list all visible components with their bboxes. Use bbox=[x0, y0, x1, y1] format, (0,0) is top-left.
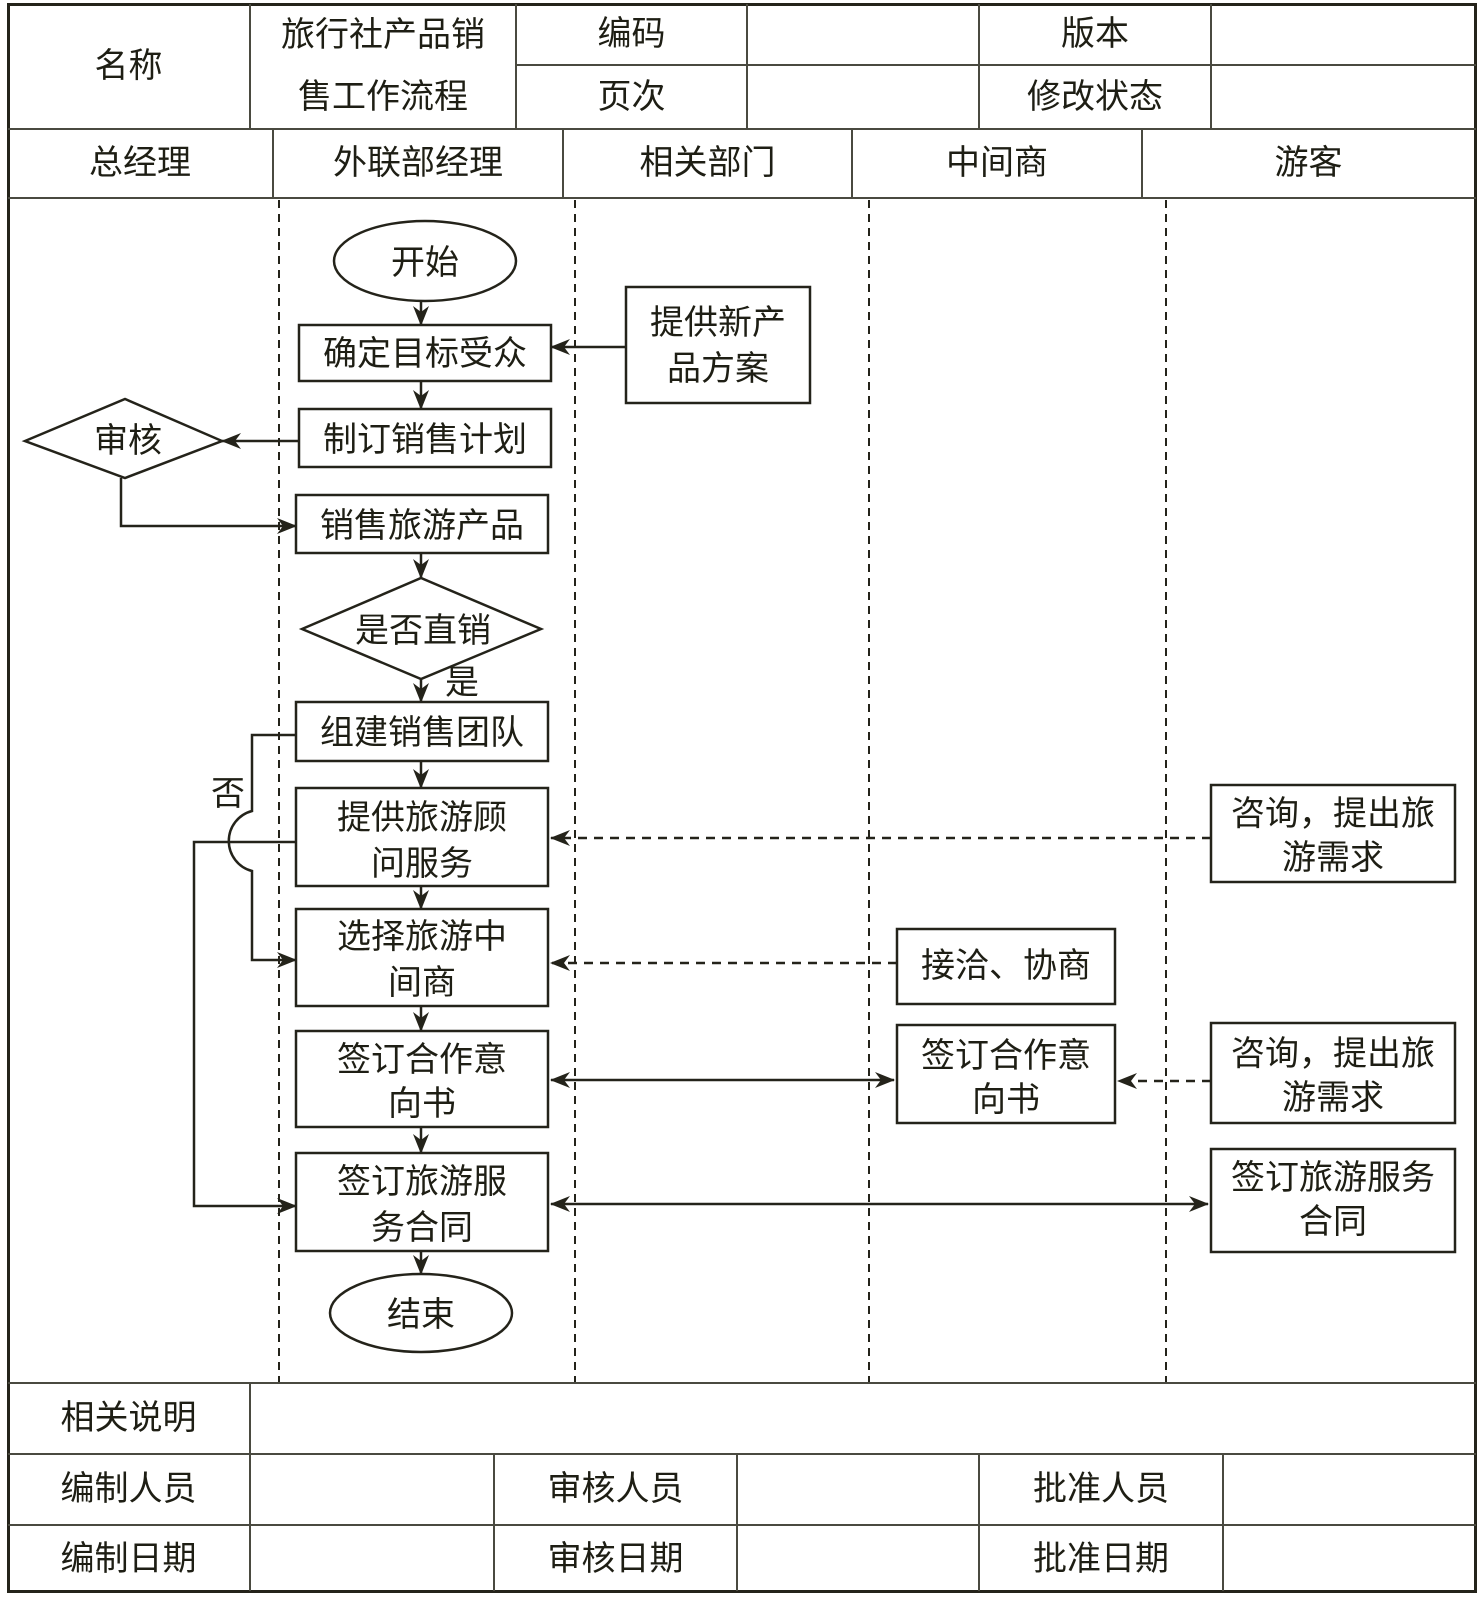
arrow-consult-to-contract bbox=[192, 840, 297, 1214]
text-line: 务合同 bbox=[371, 1208, 473, 1248]
target-audience-label: 确定目标受众 bbox=[323, 334, 527, 374]
lane-header-divider bbox=[8, 197, 1476, 199]
consult-service-label: 提供旅游顾问服务 bbox=[337, 798, 507, 884]
revision-label: 修改状态 bbox=[1027, 76, 1163, 117]
node-new-product-plan bbox=[624, 285, 812, 405]
text-line: 选择旅游中 bbox=[337, 917, 507, 957]
new-product-plan-label: 提供新产品方案 bbox=[650, 303, 786, 389]
prepared-by-label: 编制人员 bbox=[60, 1469, 197, 1510]
text-line: 合同 bbox=[1299, 1202, 1367, 1242]
footer-col-divider bbox=[249, 1383, 251, 1591]
arrow-no-branch-to-select bbox=[227, 733, 297, 968]
sales-plan-label: 制订销售计划 bbox=[323, 420, 527, 460]
page-label: 页次 bbox=[597, 76, 666, 117]
node-tourist-inquiry-2 bbox=[1209, 1021, 1457, 1125]
process-name: 旅行社产品销 售工作流程 bbox=[281, 15, 485, 117]
node-sales-plan bbox=[297, 407, 553, 469]
start-terminal bbox=[332, 219, 518, 303]
footer-col-divider bbox=[493, 1454, 495, 1591]
header-col-divider bbox=[1210, 4, 1212, 128]
lane-divider bbox=[851, 129, 853, 197]
lane-header-tourist: 游客 bbox=[1274, 143, 1343, 184]
header-col-divider bbox=[249, 4, 251, 128]
footer-divider bbox=[8, 1524, 1476, 1526]
reviewed-by-label: 审核人员 bbox=[547, 1469, 684, 1510]
no-label: 否 bbox=[211, 774, 245, 814]
text-line: 游需求 bbox=[1282, 838, 1384, 878]
sign-intent-right-label: 签订合作意向书 bbox=[921, 1036, 1091, 1120]
node-sign-intent-right bbox=[895, 1023, 1117, 1125]
arrow-review-to-sell bbox=[119, 478, 297, 534]
node-sign-contract-right bbox=[1209, 1147, 1457, 1254]
sign-contract-right-label: 签订旅游服务合同 bbox=[1231, 1158, 1435, 1242]
header-col-divider bbox=[978, 4, 980, 128]
lane-divider bbox=[562, 129, 564, 197]
notes-label: 相关说明 bbox=[60, 1398, 197, 1439]
direct-sale-label: 是否直销 bbox=[355, 611, 491, 651]
footer-divider bbox=[8, 1453, 1476, 1455]
header-col-divider bbox=[515, 4, 517, 128]
node-direct-sale-decision bbox=[298, 576, 545, 681]
text-line: 签订合作意 bbox=[337, 1040, 507, 1080]
text-line: 品方案 bbox=[667, 349, 769, 389]
lane-header-general-manager: 总经理 bbox=[89, 143, 191, 184]
prepared-date-label: 编制日期 bbox=[60, 1538, 197, 1579]
footer-divider bbox=[8, 1382, 1476, 1384]
name-label: 名称 bbox=[94, 45, 163, 86]
text-line: 签订旅游服 bbox=[337, 1162, 507, 1202]
header-mid-divider bbox=[516, 64, 1476, 66]
tourist-inquiry-2-label: 咨询，提出旅游需求 bbox=[1231, 1034, 1435, 1118]
footer-col-divider bbox=[736, 1454, 738, 1591]
text-line: 签订合作意 bbox=[921, 1036, 1091, 1076]
end-label: 结束 bbox=[387, 1295, 455, 1335]
text-line: 向书 bbox=[972, 1080, 1040, 1120]
outer-frame bbox=[7, 3, 1477, 1593]
node-target-audience bbox=[297, 323, 553, 383]
reviewed-date-label: 审核日期 bbox=[547, 1538, 684, 1579]
lane-header-intermediary: 中间商 bbox=[946, 143, 1048, 184]
footer-col-divider bbox=[1222, 1454, 1224, 1591]
tourist-inquiry-1-label: 咨询，提出旅游需求 bbox=[1231, 794, 1435, 878]
sign-contract-left-label: 签订旅游服务合同 bbox=[337, 1162, 507, 1248]
node-sales-team bbox=[294, 700, 550, 763]
text-line: 间商 bbox=[388, 963, 456, 1003]
node-sign-contract-left bbox=[294, 1151, 550, 1253]
text-line: 咨询，提出旅 bbox=[1231, 1034, 1435, 1074]
text-line: 游需求 bbox=[1282, 1078, 1384, 1118]
node-consult-service bbox=[294, 786, 550, 888]
text-line: 向书 bbox=[388, 1084, 456, 1124]
text-line: 签订旅游服务 bbox=[1231, 1158, 1435, 1198]
start-label: 开始 bbox=[391, 243, 459, 283]
sales-team-label: 组建销售团队 bbox=[320, 713, 524, 753]
review-label: 审核 bbox=[94, 421, 162, 461]
text-line: 问服务 bbox=[371, 844, 473, 884]
node-sell-products bbox=[294, 493, 550, 555]
lane-divider bbox=[272, 129, 274, 197]
lane-header-related-departments: 相关部门 bbox=[639, 143, 776, 184]
footer-col-divider bbox=[978, 1454, 980, 1591]
node-negotiate bbox=[895, 927, 1117, 1006]
sell-products-label: 销售旅游产品 bbox=[320, 506, 524, 546]
approved-date-label: 批准日期 bbox=[1033, 1538, 1169, 1579]
lane-header-liaison-manager: 外联部经理 bbox=[333, 143, 503, 184]
approved-by-label: 批准人员 bbox=[1033, 1469, 1169, 1510]
header-col-divider bbox=[746, 4, 748, 128]
sign-intent-left-label: 签订合作意向书 bbox=[337, 1040, 507, 1124]
text-line: 咨询，提出旅 bbox=[1231, 794, 1435, 834]
text-line: 提供新产 bbox=[650, 303, 786, 343]
select-intermediary-label: 选择旅游中间商 bbox=[337, 917, 507, 1003]
yes-label: 是 bbox=[445, 663, 479, 703]
negotiate-label: 接洽、协商 bbox=[921, 946, 1091, 986]
code-label: 编码 bbox=[597, 13, 666, 54]
header-divider bbox=[8, 128, 1476, 130]
lane-divider bbox=[1141, 129, 1143, 197]
node-tourist-inquiry-1 bbox=[1209, 783, 1457, 884]
lane-separators bbox=[278, 200, 1167, 1382]
text-line: 提供旅游顾 bbox=[337, 798, 507, 838]
version-label: 版本 bbox=[1061, 13, 1129, 54]
